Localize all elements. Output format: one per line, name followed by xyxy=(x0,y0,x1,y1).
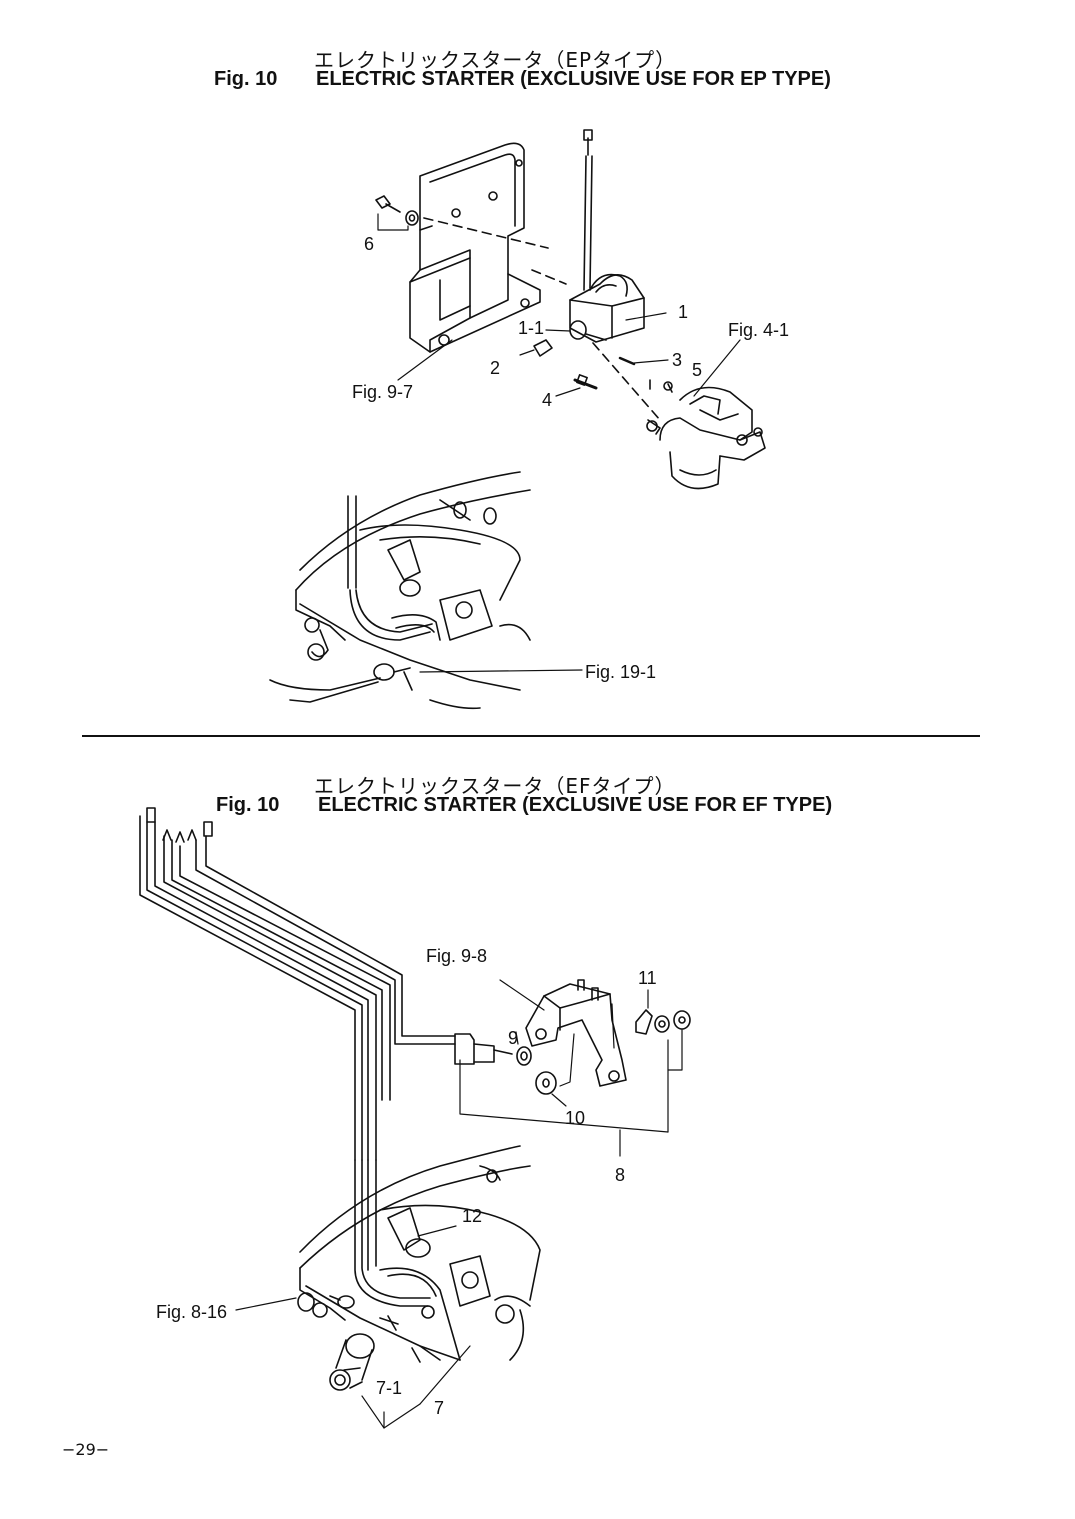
bolt-part-6 xyxy=(376,196,418,230)
bracket-fig-9-8 xyxy=(500,980,626,1086)
callout-7: 7 xyxy=(434,1398,445,1418)
page-number: −29− xyxy=(62,1440,110,1459)
connector-part-8 xyxy=(455,1034,668,1156)
section2-japanese-title: エレクトリックスタータ（EFタイプ） xyxy=(314,774,676,798)
section-divider xyxy=(82,735,980,737)
carburetor-fig-4-1 xyxy=(647,340,765,489)
callout-fig-9-7: Fig. 9-7 xyxy=(352,382,414,402)
wiring-harness xyxy=(140,808,455,1160)
washers-part-9-10 xyxy=(516,1032,566,1106)
section2-title: ELECTRIC STARTER (EXCLUSIVE USE FOR EF T… xyxy=(318,794,833,816)
leader-fig-19-1 xyxy=(420,670,582,672)
callout-12: 12 xyxy=(462,1206,483,1226)
section1-japanese-title: エレクトリックスタータ（EPタイプ） xyxy=(314,48,677,72)
callout-1-1: 1-1 xyxy=(518,318,545,338)
solenoid-part-1 xyxy=(570,130,666,342)
bracket-fig-9-7 xyxy=(410,143,540,352)
alignment-dashed-lines xyxy=(424,218,660,420)
callout-fig-9-8: Fig. 9-8 xyxy=(426,946,488,966)
callout-3: 3 xyxy=(672,350,683,370)
callout-fig-4-1: Fig. 4-1 xyxy=(728,320,790,340)
callout-5: 5 xyxy=(692,360,703,380)
engine-cowling-ef xyxy=(298,1146,540,1362)
callout-10: 10 xyxy=(565,1108,586,1128)
start-switch-part-7 xyxy=(330,1316,470,1428)
callout-6: 6 xyxy=(364,234,375,254)
callout-1: 1 xyxy=(678,302,689,322)
section2-fig-label: Fig. 10 xyxy=(216,794,280,816)
leader-fig-8-16 xyxy=(236,1298,296,1310)
callout-4: 4 xyxy=(542,390,553,410)
callout-fig-8-16: Fig. 8-16 xyxy=(156,1302,228,1322)
callout-7-1: 7-1 xyxy=(376,1378,403,1398)
callout-2: 2 xyxy=(490,358,501,378)
callout-9: 9 xyxy=(508,1028,519,1048)
section1-fig-label: Fig. 10 xyxy=(214,68,278,90)
leader-part-12 xyxy=(418,1226,456,1236)
plunger-parts xyxy=(520,330,668,396)
terminal-part-11 xyxy=(636,990,690,1070)
callout-8: 8 xyxy=(615,1165,626,1185)
section1-title: ELECTRIC STARTER (EXCLUSIVE USE FOR EP T… xyxy=(316,68,831,90)
callout-fig-19-1: Fig. 19-1 xyxy=(585,662,657,682)
engine-cowling-ep xyxy=(270,472,530,708)
callout-11: 11 xyxy=(638,968,657,988)
